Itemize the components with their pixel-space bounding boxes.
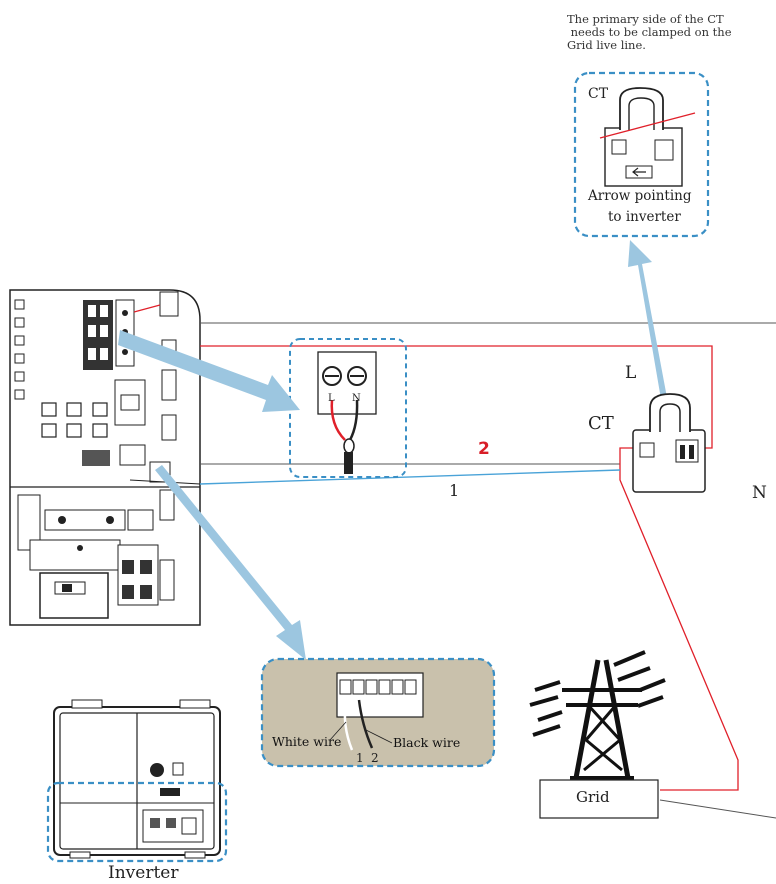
wires — [129, 304, 776, 819]
ct-label: CT — [588, 413, 614, 434]
callout-arrows — [118, 240, 668, 660]
neutral-line-label: N — [752, 483, 767, 503]
grid-label: Grid — [576, 788, 610, 806]
ct-callout-box — [573, 71, 710, 238]
ct-clamp-note: The primary side of the CT needs to be c… — [567, 12, 732, 52]
ct-sensor — [632, 393, 706, 493]
arrow-pointing-label: Arrow pointing — [588, 188, 692, 204]
breaker-callout — [289, 338, 407, 478]
inverter-panel — [9, 289, 201, 626]
grid-box — [539, 779, 659, 819]
wire-1-label: 1 — [449, 481, 460, 500]
breaker-N-label: N — [352, 393, 361, 404]
terminal-callout — [260, 657, 496, 768]
live-line-label: L — [625, 363, 637, 383]
black-wire-label: Black wire — [393, 735, 461, 750]
grid-tower-icon — [529, 650, 666, 780]
white-wire-label: White wire — [272, 734, 342, 749]
inverter-label: Inverter — [108, 863, 179, 883]
ct-box-label: CT — [588, 86, 609, 102]
to-inverter-label: to inverter — [608, 209, 681, 225]
inverter-small-drawing — [46, 699, 228, 863]
pin-1-label: 1 — [356, 751, 364, 765]
breaker-L-label: L — [328, 393, 335, 404]
wire-2-label: 2 — [478, 439, 490, 459]
pin-2-label: 2 — [371, 751, 379, 765]
